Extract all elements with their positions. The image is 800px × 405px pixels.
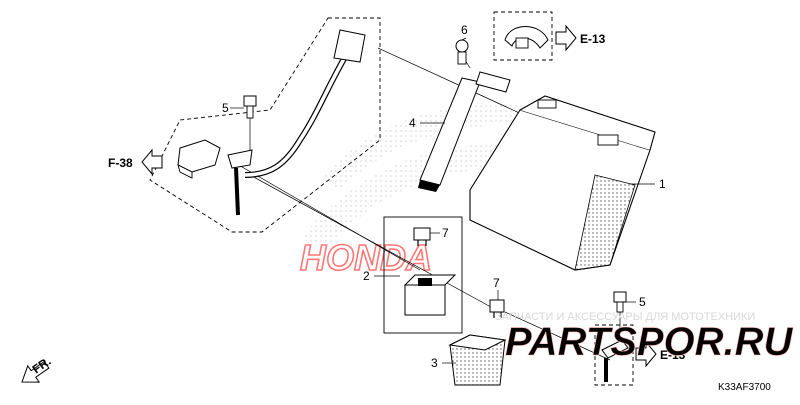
battery [469, 95, 656, 271]
ref-e13-top: E-13 [580, 32, 606, 46]
site-watermark: PARTSPOR.RU [505, 320, 794, 364]
fuse-box-cover [177, 139, 221, 179]
bolt-6 [455, 39, 469, 65]
bolt-5-lower [613, 291, 627, 313]
callout-1: 1 [659, 177, 666, 191]
callout-4: 4 [409, 116, 416, 130]
battery-cable [227, 29, 366, 216]
arrow-e13-top [555, 24, 577, 52]
fuse-7-lower [489, 299, 505, 318]
callout-5-top: 5 [222, 101, 229, 115]
terminal-lower [601, 339, 629, 382]
relay-group-box [383, 216, 463, 334]
callout-6: 6 [461, 23, 468, 37]
callout-7-lower: 7 [493, 276, 500, 290]
callout-2: 2 [363, 269, 370, 283]
arrow-e13-bottom [635, 340, 657, 368]
ref-f38: F-38 [108, 156, 133, 170]
fuse-7-upper [413, 227, 431, 246]
diagram-code: K33AF3700 [718, 382, 771, 393]
dashed-group-outlines [149, 11, 634, 386]
relay-holder [448, 334, 507, 386]
callout-leaders [230, 37, 655, 364]
callout-5-lower: 5 [639, 295, 646, 309]
terminal-cover-top [504, 26, 549, 49]
callout-7-upper: 7 [442, 226, 449, 240]
honda-watermark-text: HONDA [300, 237, 432, 278]
front-arrow-icon [21, 360, 50, 383]
arrow-f38 [141, 148, 163, 176]
site-tagline-watermark: ЗАПЧАСТИ И АКСЕССУАРЫ ДЛЯ МОТОТЕХНИКИ [495, 311, 755, 323]
ref-e13-bottom: E-13 [660, 348, 686, 362]
starter-relay [403, 274, 457, 316]
bolt-5-top [243, 95, 257, 119]
callout-3: 3 [431, 356, 438, 370]
battery-band [418, 71, 511, 192]
